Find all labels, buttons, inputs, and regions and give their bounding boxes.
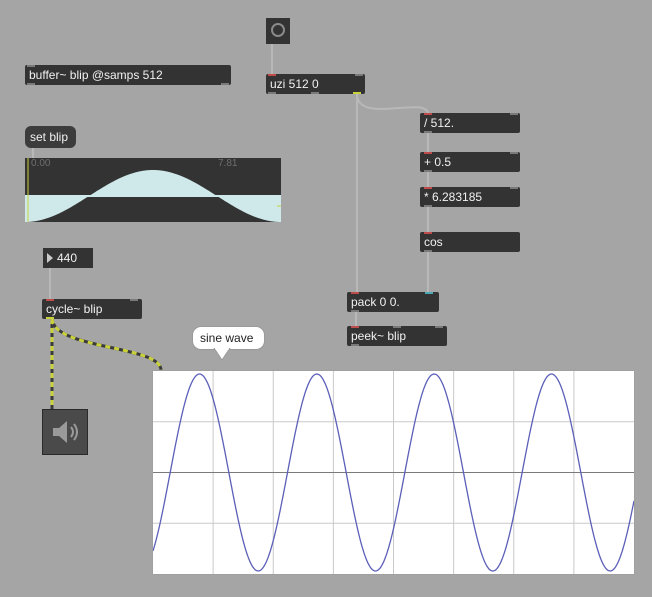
signal-cord-to-scope-shadow [50,318,163,371]
divide-object-label: / 512. [424,116,455,130]
uzi-object-label: uzi 512 0 [270,77,319,91]
peek-object-label: peek~ blip [351,329,407,343]
outlet[interactable] [424,170,432,172]
waveform-shape [25,158,281,222]
audio-output-toggle[interactable] [42,409,88,455]
cord-uzi-to-divide[interactable] [356,93,429,115]
inlet[interactable] [130,299,138,301]
frequency-number-value: 440 [57,251,78,265]
inlet[interactable] [510,152,518,154]
outlet[interactable] [268,92,276,94]
inlet[interactable] [27,65,35,67]
scope-sine-trace [153,373,634,572]
inlet[interactable] [510,113,518,115]
uzi-object[interactable]: uzi 512 0 [266,74,365,94]
pack-object-label: pack 0 0. [351,295,400,309]
outlet[interactable] [353,92,361,94]
waveform-start-label: 0.00 [31,158,51,169]
frequency-number-box[interactable]: 440 [43,248,93,268]
bang-button-icon [271,23,285,37]
waveform-end-label: 7.81 [218,158,238,169]
multiply-object-label: * 6.283185 [424,190,483,204]
cos-object-label: cos [424,235,443,249]
peek-object[interactable]: peek~ blip [347,326,447,346]
inlet[interactable] [351,326,359,328]
inlet[interactable] [268,74,276,76]
inlet[interactable] [424,232,432,234]
outlet[interactable] [221,83,229,85]
buffer-object-label: buffer~ blip @samps 512 [29,68,163,82]
cycle-object[interactable]: cycle~ blip [42,299,142,319]
sine-wave-comment[interactable]: sine wave [192,326,265,350]
outlet[interactable] [424,131,432,133]
pack-object[interactable]: pack 0 0. [347,292,439,312]
add-object-label: + 0.5 [424,155,452,169]
outlet[interactable] [424,205,432,207]
inlet[interactable] [510,187,518,189]
inlet[interactable] [351,292,359,294]
inlet[interactable] [424,152,432,154]
outlet[interactable] [311,92,319,94]
scope-trace-area [153,371,634,574]
waveform-display[interactable]: 0.00 7.81 [25,158,281,222]
set-blip-message[interactable]: set blip [25,126,76,148]
number-box-triangle-icon [47,253,53,263]
inlet[interactable] [424,113,432,115]
outlet[interactable] [351,344,359,346]
outlet[interactable] [27,83,35,85]
outlet[interactable] [424,250,432,252]
add-object[interactable]: + 0.5 [420,152,520,172]
inlet[interactable] [393,326,401,328]
speaker-icon [53,421,78,443]
inlet[interactable] [355,74,363,76]
oscilloscope-display[interactable] [152,370,635,575]
comment-pointer [213,348,231,361]
cos-object[interactable]: cos [420,232,520,252]
buffer-object[interactable]: buffer~ blip @samps 512 [25,65,231,85]
outlet[interactable] [46,317,54,319]
inlet[interactable] [435,326,443,328]
multiply-object[interactable]: * 6.283185 [420,187,520,207]
signal-cord-to-scope[interactable] [50,318,163,371]
divide-object[interactable]: / 512. [420,113,520,133]
inlet[interactable] [424,187,432,189]
cycle-object-label: cycle~ blip [46,302,103,316]
outlet[interactable] [351,310,359,312]
set-blip-message-label: set blip [30,130,69,144]
bang-button[interactable] [266,18,290,44]
sine-wave-comment-text: sine wave [200,331,254,345]
inlet[interactable] [425,292,433,294]
inlet[interactable] [46,299,54,301]
